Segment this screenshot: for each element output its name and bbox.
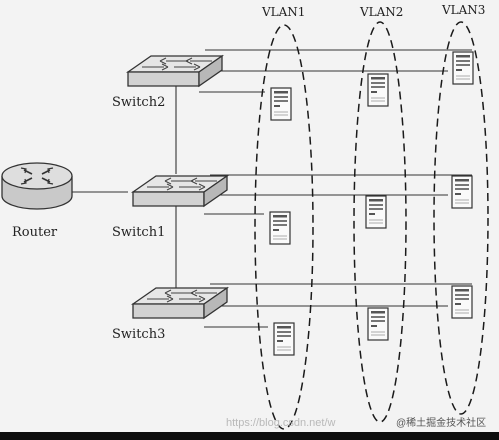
switch1-label: Switch1	[112, 225, 165, 240]
vlan3-boundary	[433, 21, 489, 415]
switch3-icon	[132, 287, 228, 319]
watermark-author: @稀土掘金技术社区	[396, 416, 486, 429]
vlan-boundaries	[254, 21, 489, 430]
vlan1-label: VLAN1	[261, 5, 305, 19]
switch1-icon	[132, 175, 228, 207]
router-icon	[1, 162, 73, 210]
switch2-label: Switch2	[112, 95, 165, 110]
trunk-links	[72, 85, 177, 290]
router-label: Router	[12, 225, 58, 240]
switch2-icon	[127, 55, 223, 87]
vlan3-label: VLAN3	[441, 3, 485, 17]
access-links	[199, 49, 472, 328]
bottom-bar	[0, 432, 499, 440]
vlan2-label: VLAN2	[359, 5, 403, 19]
vlan1-boundary	[254, 24, 314, 430]
vlan2-boundary	[353, 21, 407, 423]
switch3-label: Switch3	[112, 327, 165, 342]
vlan2-hosts	[365, 73, 389, 341]
watermark-url: https://blog.csdn.net/w	[226, 417, 336, 429]
vlan3-hosts	[451, 51, 474, 319]
vlan1-hosts	[269, 87, 295, 356]
